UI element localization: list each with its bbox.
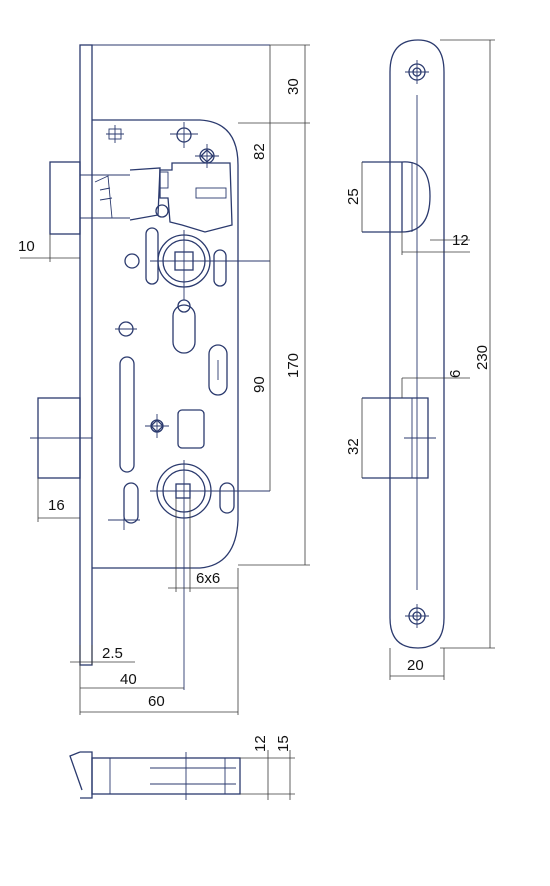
latch-bottom (69, 751, 93, 799)
slots (119, 227, 235, 524)
dim-6: 6 (447, 370, 464, 378)
dim-10: 10 (18, 238, 35, 255)
follower-upper (150, 230, 270, 300)
dim-12-bottom: 12 (252, 735, 269, 752)
faceplate (79, 44, 93, 666)
dim-12-strike: 12 (452, 232, 469, 249)
dim-170: 170 (285, 353, 302, 378)
dim-230: 230 (474, 345, 491, 370)
dimension-lines (20, 39, 495, 800)
dimension-labels: 30 82 10 90 170 16 6x6 2.5 40 60 25 12 2… (18, 78, 491, 752)
dim-82: 82 (251, 143, 268, 160)
lock-body (30, 44, 270, 690)
dim-90: 90 (251, 376, 268, 393)
dim-15: 15 (275, 735, 292, 752)
dim-16: 16 (48, 497, 65, 514)
dead-bolt (30, 397, 92, 479)
dim-6x6: 6x6 (196, 570, 220, 587)
follower-lower (150, 460, 270, 690)
dim-2-5: 2.5 (102, 645, 123, 662)
latch-recess (362, 161, 431, 233)
latch-bolt (49, 161, 161, 235)
latch-mechanism (159, 162, 233, 233)
dim-60: 60 (148, 693, 165, 710)
dim-40: 40 (120, 671, 137, 688)
dim-32: 32 (345, 438, 362, 455)
dim-25: 25 (345, 188, 362, 205)
dim-30: 30 (285, 78, 302, 95)
center-marks (106, 122, 219, 530)
bottom-view (69, 751, 241, 800)
dim-20: 20 (407, 657, 424, 674)
strike-plate-outline (389, 39, 445, 649)
lock-case (92, 119, 239, 569)
strike-plate (362, 39, 445, 649)
